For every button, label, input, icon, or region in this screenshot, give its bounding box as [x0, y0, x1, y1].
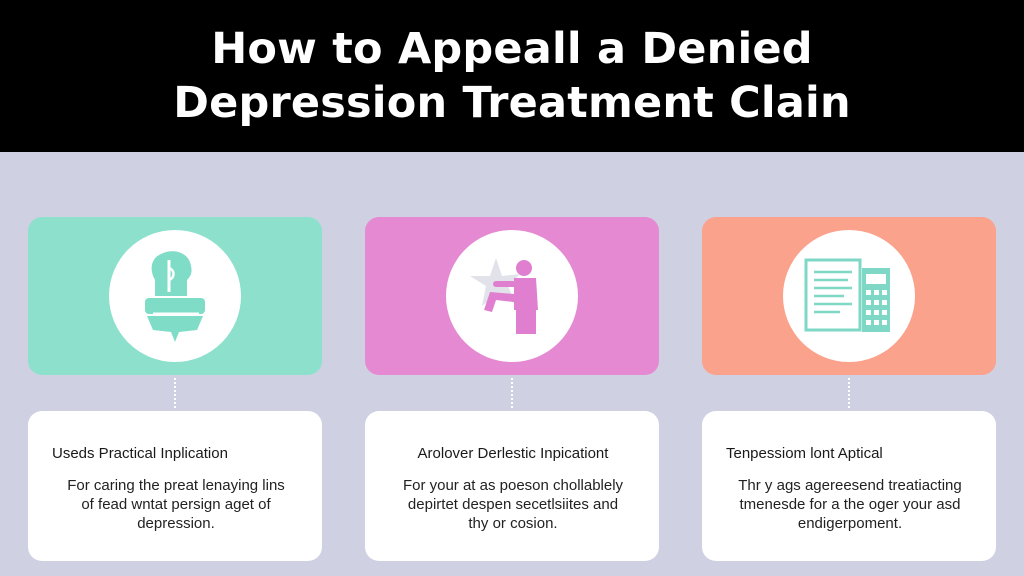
document-calculator-icon [804, 258, 890, 332]
card-heading-1: Useds Practical Inplication [52, 445, 228, 462]
card-heading-2: Arolover Derlestic Inpicationt [417, 445, 609, 462]
connector-line-2 [511, 378, 513, 408]
card-body-2: For your at as poeson chollablely depirt… [389, 476, 637, 533]
card-body-1-line-2: of fead wntat persign aget of [81, 496, 271, 513]
sitting-person-icon [470, 258, 538, 334]
card-body-2-line-3: thy or cosion. [468, 515, 558, 532]
icon-circle-3 [783, 230, 915, 362]
icon-card-2 [365, 217, 659, 375]
title-line-2: Depression Treatment Clain [173, 78, 851, 128]
card-body-3: Thr y ags agereesend treatiacting tmenes… [726, 476, 974, 533]
card-body-3-line-3: endigerpoment. [797, 515, 903, 532]
text-card-1: Useds Practical Inplication For caring t… [28, 411, 322, 561]
connector-line-3 [848, 378, 850, 408]
icon-card-1 [28, 217, 322, 375]
text-card-3: Tenpessiom lont Aptical Thr y ags ageree… [702, 411, 996, 561]
head-silhouette-icon [145, 251, 205, 342]
icon-circle-2 [446, 230, 578, 362]
card-body-1-line-1: For caring the preat lenaying lins [67, 477, 285, 494]
card-body-1: For caring the preat lenaying lins of fe… [52, 476, 300, 533]
page-title: How to Appeall a Denied Depression Treat… [173, 22, 851, 130]
card-heading-3: Tenpessiom lont Aptical [726, 445, 883, 462]
title-line-1: How to Appeall a Denied [211, 24, 813, 74]
card-body-2-line-2: depirtet despen secetlsiites and [407, 496, 619, 513]
icon-card-3 [702, 217, 996, 375]
connector-line-1 [174, 378, 176, 408]
title-banner: How to Appeall a Denied Depression Treat… [0, 0, 1024, 152]
card-body-2-line-1: For your at as poeson chollablely [402, 477, 624, 494]
icon-circle-1 [109, 230, 241, 362]
text-card-2: Arolover Derlestic Inpicationt For your … [365, 411, 659, 561]
card-body-3-line-1: Thr y ags agereesend treatiacting [738, 477, 962, 494]
card-body-1-line-3: depression. [137, 515, 215, 532]
card-body-3-line-2: tmenesde for a the oger your asd [739, 496, 961, 513]
